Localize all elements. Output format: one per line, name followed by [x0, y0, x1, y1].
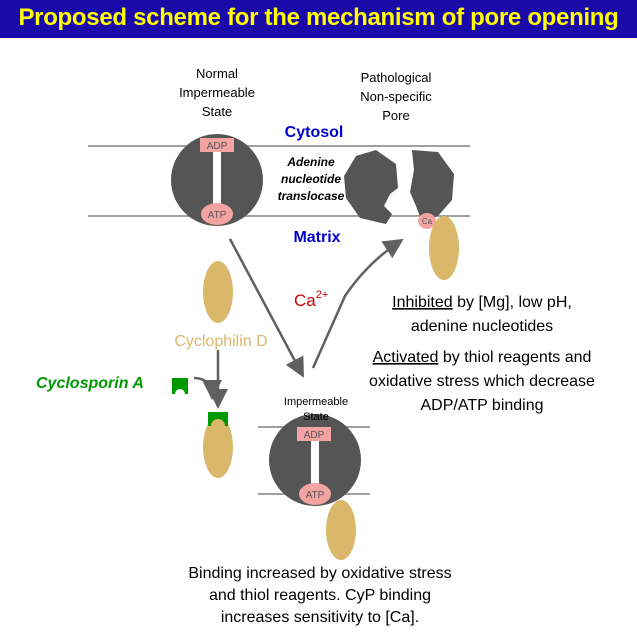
normal-translocase: ADP ATP	[171, 134, 263, 226]
activated-rest: by thiol reagents and	[438, 349, 591, 366]
normal-state-title-line3: State	[202, 104, 232, 119]
arrow-normal-to-bound	[228, 238, 305, 378]
caption-line1: Binding increased by oxidative stress	[188, 565, 451, 582]
pathological-title-line2: Non-specific	[360, 89, 432, 104]
title-banner: Proposed scheme for the mechanism of por…	[0, 0, 637, 38]
activated-word: Activated	[373, 349, 439, 366]
bottom-caption: Binding increased by oxidative stress an…	[188, 565, 451, 626]
translocase-label-line2: nucleotide	[281, 172, 341, 186]
matrix-label: Matrix	[293, 229, 340, 246]
translocase-label-line3: translocase	[278, 189, 345, 203]
activated-line2: oxidative stress which decrease	[369, 373, 595, 390]
bound-state-title: Impermeable State	[284, 396, 348, 423]
bound-atp-label: ATP	[306, 490, 325, 501]
page-title: Proposed scheme for the mechanism of por…	[18, 4, 619, 31]
pathological-pore: Ca	[344, 150, 459, 280]
cyclosporin-label: Cyclosporin A	[36, 375, 144, 392]
pathological-state-title: Pathological Non-specific Pore	[360, 70, 432, 123]
adp-box	[200, 138, 234, 152]
arrows	[193, 238, 404, 409]
inhibited-line1: Inhibited by [Mg], low pH,	[392, 294, 572, 311]
cyclophilin-on-pore	[429, 216, 459, 280]
atp-circle	[201, 203, 233, 225]
cyclophilin-d-free	[203, 261, 233, 323]
bound-title-line1: Impermeable	[284, 396, 348, 408]
activated-line1: Activated by thiol reagents and	[373, 349, 592, 366]
calcium-charge: 2+	[316, 289, 329, 301]
cyclosporin-free-shape	[172, 378, 188, 394]
bound-adp-box	[297, 427, 331, 441]
atp-label: ATP	[208, 210, 227, 221]
arrow-cyclosporin-bind	[193, 376, 222, 400]
cyclophilin-label: Cyclophilin D	[174, 333, 267, 350]
adp-label: ADP	[207, 141, 228, 152]
cyclophilin-on-translocase	[326, 500, 356, 560]
cytosol-label: Cytosol	[285, 124, 344, 141]
bound-adp-label: ADP	[304, 430, 325, 441]
inhibited-line2: adenine nucleotides	[411, 318, 553, 335]
cyclosporin-bound-shape	[208, 412, 228, 426]
cyclophilin-d-inhibited	[203, 416, 233, 478]
normal-state-title-line2: Impermeable	[179, 85, 255, 100]
normal-state-title: Normal Impermeable State	[179, 66, 255, 119]
regulation-notes: Inhibited by [Mg], low pH, adenine nucle…	[369, 294, 595, 414]
calcium-symbol: Ca	[294, 291, 316, 310]
ca-bound-label: Ca	[422, 217, 433, 226]
translocase-label-line1: Adenine	[286, 155, 335, 169]
caption-line3: increases sensitivity to [Ca].	[221, 609, 419, 626]
ca-circle	[418, 213, 436, 229]
bound-translocase: ADP ATP	[269, 414, 361, 560]
pore-mechanism-diagram: ADP ATP Ca ADP ATP Normal Impermeable St…	[36, 66, 595, 626]
pathological-title-line1: Pathological	[361, 70, 432, 85]
arrow-calcium-to-pore	[311, 238, 404, 369]
caption-line2: and thiol reagents. CyP binding	[209, 587, 431, 604]
pathological-title-line3: Pore	[382, 108, 409, 123]
normal-state-title-line1: Normal	[196, 66, 238, 81]
activated-line3: ADP/ATP binding	[420, 397, 543, 414]
calcium-label: Ca2+	[294, 289, 328, 310]
inhibited-rest: by [Mg], low pH,	[453, 294, 572, 311]
bound-atp-circle	[299, 483, 331, 505]
bound-title-line2: State	[303, 411, 329, 423]
inhibited-word: Inhibited	[392, 294, 453, 311]
translocase-label: Adenine nucleotide translocase	[278, 155, 345, 203]
